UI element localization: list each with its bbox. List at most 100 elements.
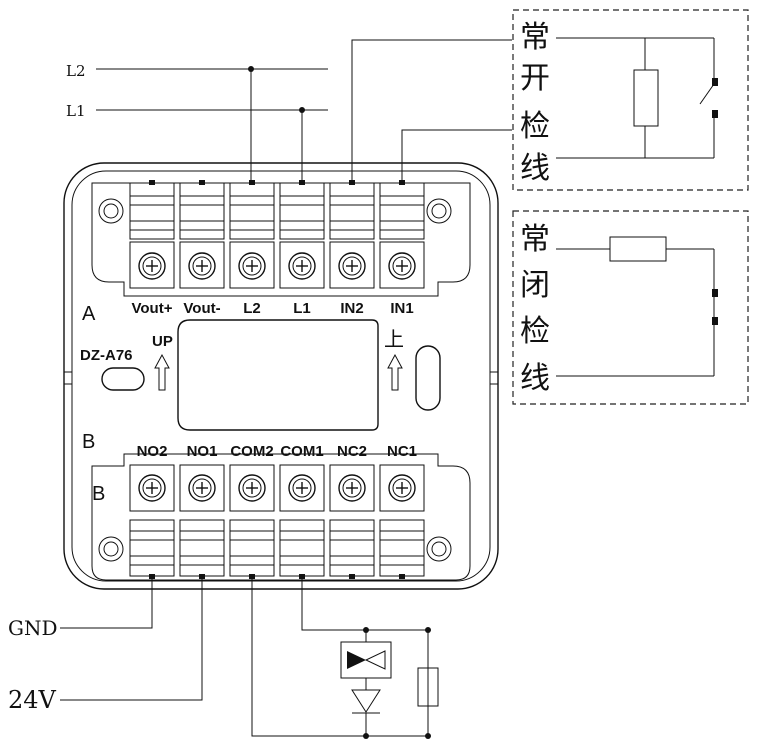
gnd-wire [60,578,153,629]
bottom-terminal: COM1 [279,443,325,579]
up-label: UP [152,333,173,350]
no-char-3: 检 [520,109,550,144]
bottom-terminal-label: NC2 [337,443,367,460]
terminal-screw-icon [188,252,216,280]
top-terminal-label: L1 [293,300,311,317]
bottom-terminal: NO2 [129,443,175,579]
terminal-clamp [379,182,425,240]
terminal-screw-icon [388,252,416,280]
bottom-terminal-label: NO1 [187,443,218,460]
top-terminal-label: Vout- [183,300,220,317]
nc-char-2: 闭 [520,268,550,303]
up-arrow-left [154,353,170,391]
mounting-screw-tr [426,198,452,224]
terminal-clamp [229,519,275,577]
terminal-clamp [379,519,425,577]
normally-open-box: 常 开 检 线 [512,9,749,191]
v24-label: 24V [8,686,57,714]
bottom-terminal-row: NO2 NO1 COM2 COM1 NC2 NC1 [129,443,425,579]
terminal-clamp [279,519,325,577]
terminal-screw-icon [388,474,416,502]
terminal-screw-icon [238,474,266,502]
center-window [177,319,379,431]
up-arrow-right [387,353,403,391]
terminal-screw-icon [338,252,366,280]
model-label: DZ-A76 [80,347,133,364]
load-resistor [417,667,439,707]
no-char-4: 线 [520,151,550,186]
nc-resistor [609,236,667,262]
bottom-terminal-label: COM2 [230,443,273,460]
top-terminal: IN2 [329,180,375,317]
row-a-mark: A [82,303,96,325]
terminal-screw-icon [338,474,366,502]
v24-wire [60,578,203,701]
top-terminal-label: L2 [243,300,261,317]
mounting-screw-br [426,536,452,562]
bottom-block-outline [91,453,471,581]
normally-closed-box: 常 闭 检 线 [512,210,749,405]
in1-feed [401,129,512,182]
terminal-clamp [229,182,275,240]
row-b-mark: B [82,431,95,453]
top-terminal: L1 [279,180,325,317]
diode-symbol [351,689,381,713]
terminal-clamp [129,519,175,577]
valve-right-triangle [364,650,386,670]
terminal-clamp [179,182,225,240]
nc-contact-dot [712,289,718,297]
mounting-screw-tl [98,198,124,224]
no-char-2: 开 [520,61,550,96]
top-terminal-label: IN1 [390,300,413,317]
bottom-terminal-label: NO2 [137,443,168,460]
module-inner-frame [71,170,491,582]
com1-wire [301,578,428,631]
left-oval-slot [101,367,145,391]
no-box-frame [512,9,749,191]
bottom-wiring: GND 24V [8,578,439,739]
bottom-terminal: NO1 [179,443,225,579]
bottom-terminal: COM2 [229,443,275,579]
terminal-screw-icon [138,252,166,280]
input-feed-lines [351,39,512,182]
valve-left-triangle [347,651,366,669]
no-switch-blade [699,83,715,105]
terminal-screw-icon [288,474,316,502]
nc-char-1: 常 [520,222,550,257]
top-terminal: Vout- [179,180,225,317]
terminal-clamp [329,182,375,240]
terminal-screw-icon [288,252,316,280]
terminal-clamp [329,519,375,577]
top-terminal-label: IN2 [340,300,363,317]
no-char-1: 常 [520,20,550,55]
top-terminal-row: Vout+ Vout- L2 L1 IN2 IN1 [129,180,425,317]
mounting-screw-bl [98,536,124,562]
module-outer-frame [63,162,499,590]
nc-box-frame [512,210,749,405]
l1-label: L1 [66,102,86,120]
com2-wire [251,578,428,737]
no-resistor [633,69,659,127]
bottom-terminal-label: NC1 [387,443,417,460]
gnd-label: GND [8,616,58,640]
top-terminal: Vout+ [129,180,175,317]
top-terminal: IN1 [379,180,425,317]
bottom-terminal: NC2 [329,443,375,579]
terminal-screw-icon [138,474,166,502]
bottom-terminal: NC1 [379,443,425,579]
terminal-clamp [279,182,325,240]
terminal-clamp [129,182,175,240]
bus-lines: L2 L1 [66,62,328,182]
top-terminal: L2 [229,180,275,317]
l2-label: L2 [66,62,86,80]
terminal-screw-icon [238,252,266,280]
nc-char-3: 检 [520,314,550,349]
bottom-terminal-label: COM1 [280,443,323,460]
top-block-outline [91,182,471,297]
no-contact-dot [712,78,718,86]
up-label-cn: 上 [384,328,404,351]
terminal-clamp [179,519,225,577]
top-terminal-label: Vout+ [132,300,173,317]
